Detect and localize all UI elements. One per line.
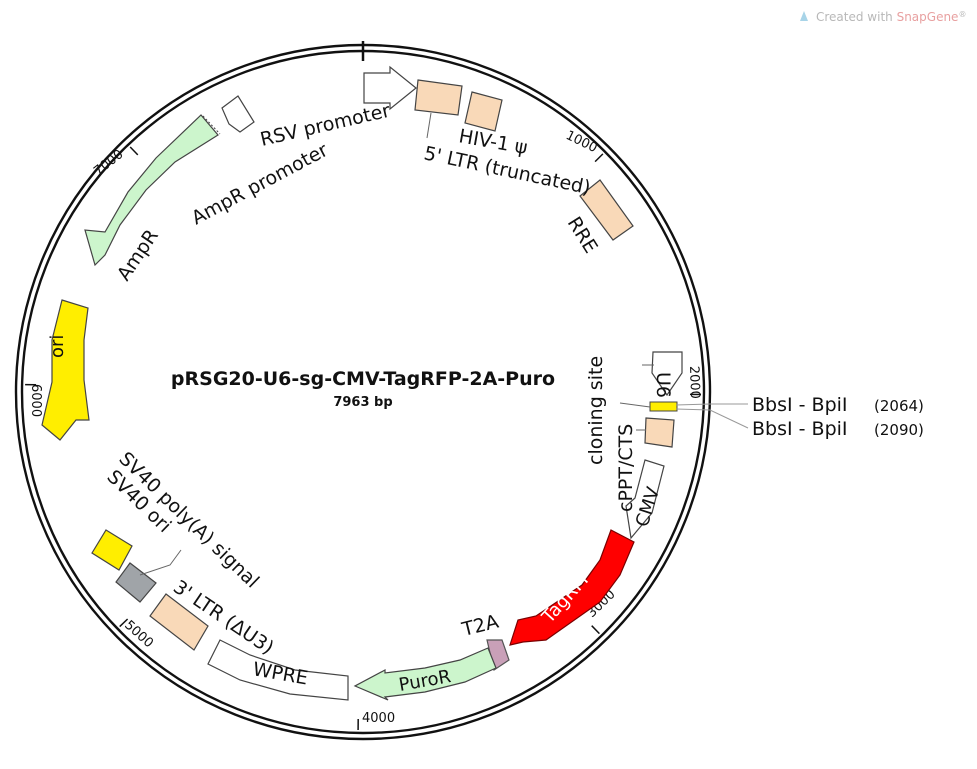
puror-arrow <box>353 647 497 701</box>
sv40-polya-box <box>91 529 133 571</box>
label-ori: ori <box>47 335 68 358</box>
site-position-2: (2090) <box>874 421 924 439</box>
label-cloning-site: cloning site <box>585 356 607 465</box>
cmv-arrow <box>625 459 665 540</box>
ltr5-leader <box>426 112 432 139</box>
u6-arrow <box>651 351 683 397</box>
ampr-promoter-overlap <box>202 115 221 135</box>
rsv-promoter-arrow <box>363 65 417 111</box>
ampr-arrow <box>84 114 219 267</box>
ltr3-box <box>149 593 209 651</box>
tagrfp-arrow <box>509 529 635 646</box>
plasmid-title: pRSG20-U6-sg-CMV-TagRFP-2A-Puro <box>171 368 555 390</box>
hiv1-psi-box <box>464 91 503 132</box>
bbsi-2064-leader <box>675 403 748 406</box>
ltr5-box <box>414 79 463 116</box>
tick-label-4000: 4000 <box>362 711 395 726</box>
sv40-leader <box>139 549 182 576</box>
site-position-1: (2064) <box>874 397 924 415</box>
tick-mark-1000 <box>594 153 604 163</box>
tick-mark-5000 <box>119 618 129 628</box>
plasmid-size: 7963 bp <box>333 395 392 410</box>
watermark-text: Created with SnapGene® <box>816 10 966 24</box>
tick-label-2000: 2000 <box>686 366 702 400</box>
rre-box <box>579 179 634 241</box>
cloning-site-box <box>649 401 678 412</box>
tick-label-6000: 6000 <box>28 384 43 417</box>
watermark-brand: SnapGene <box>897 10 959 24</box>
sv40-ori-box <box>115 562 157 603</box>
ori-arrow <box>41 299 90 441</box>
watermark-mark: ® <box>958 10 966 19</box>
snapgene-logo-icon <box>800 11 808 21</box>
site-label-2: BbsI - BpiI <box>752 418 848 440</box>
tick-marks <box>25 146 702 731</box>
snapgene-watermark: Created with SnapGene® <box>800 10 966 24</box>
cppt-cts-box <box>644 417 675 448</box>
label-rre: RRE <box>563 213 602 257</box>
label-t2a: T2A <box>459 611 501 641</box>
wpre-box <box>207 639 349 701</box>
site-label-1: BbsI - BpiI <box>752 394 848 416</box>
cloning-site-leader <box>619 402 651 408</box>
tick-mark-7000 <box>129 146 139 156</box>
label-ampr: AmpR <box>113 225 163 284</box>
watermark-prefix: Created with <box>816 10 897 24</box>
label-ampr-promoter: AmpR promoter <box>188 139 332 229</box>
bbsi-2090-leader <box>675 408 749 429</box>
tick-mark-3000 <box>591 625 600 635</box>
label-cppt-cts: cPPT/CTS <box>615 424 637 512</box>
label-rsv-promoter: RSV promoter <box>258 100 392 151</box>
ampr-promoter-arrow <box>221 95 255 133</box>
label-u6: U6 <box>652 372 674 398</box>
